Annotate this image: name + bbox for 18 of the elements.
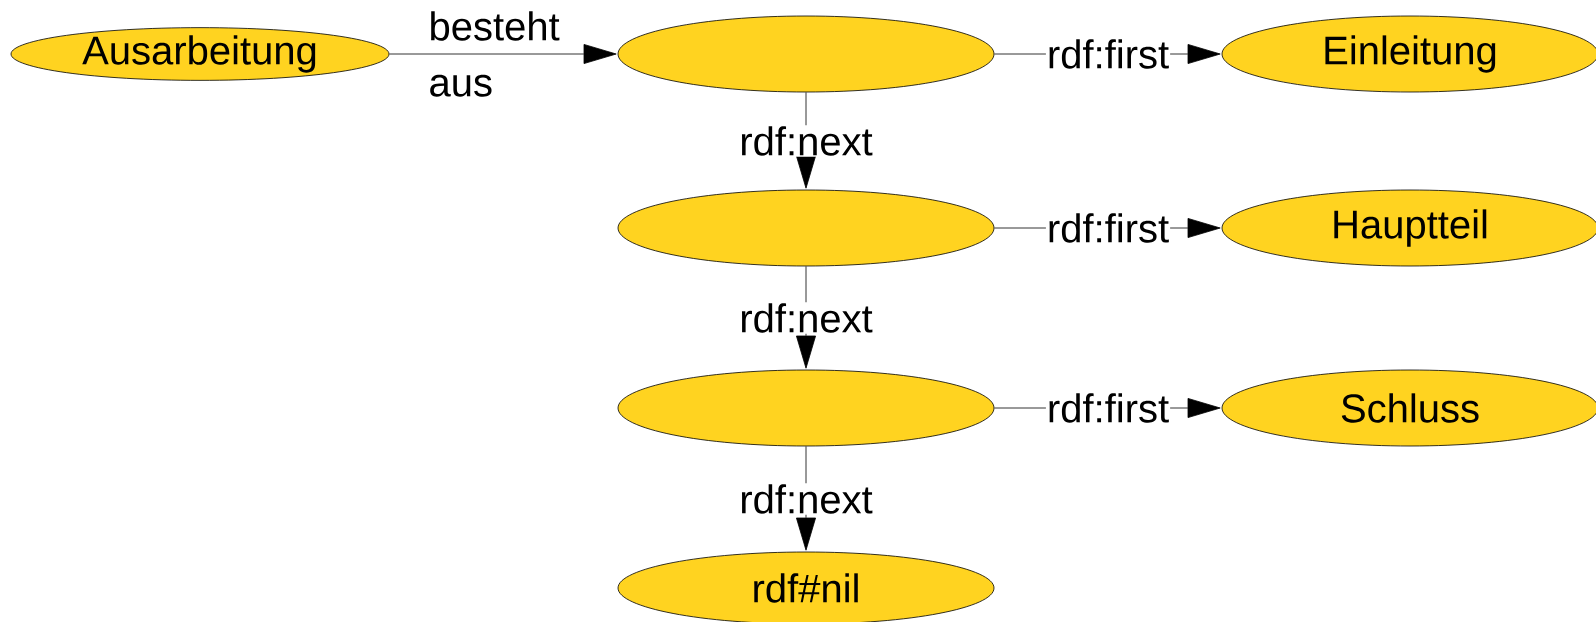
ellipse-node: Hauptteil — [1221, 189, 1596, 267]
edge-label: besteht aus — [430, 11, 560, 97]
ellipse-node: rdf#nil — [617, 551, 995, 622]
arrow — [796, 446, 816, 551]
ellipse-node: Schluss — [1221, 369, 1596, 447]
arrow — [796, 266, 816, 369]
empty-ellipse — [617, 369, 995, 447]
ellipse-node: Einleitung — [1221, 15, 1596, 93]
edge-label: rdf:first — [1049, 393, 1169, 423]
edge-label: rdf:first — [1049, 213, 1169, 243]
edge-label: rdf:next — [741, 484, 873, 514]
edge-label: rdf:next — [741, 303, 873, 333]
arrow — [389, 44, 617, 64]
empty-ellipse — [617, 15, 995, 93]
edge-label: rdf:next — [741, 126, 873, 156]
edge-label: rdf:first — [1049, 39, 1169, 69]
ellipse-node: Ausarbeitung — [10, 27, 390, 81]
empty-ellipse — [617, 189, 995, 267]
